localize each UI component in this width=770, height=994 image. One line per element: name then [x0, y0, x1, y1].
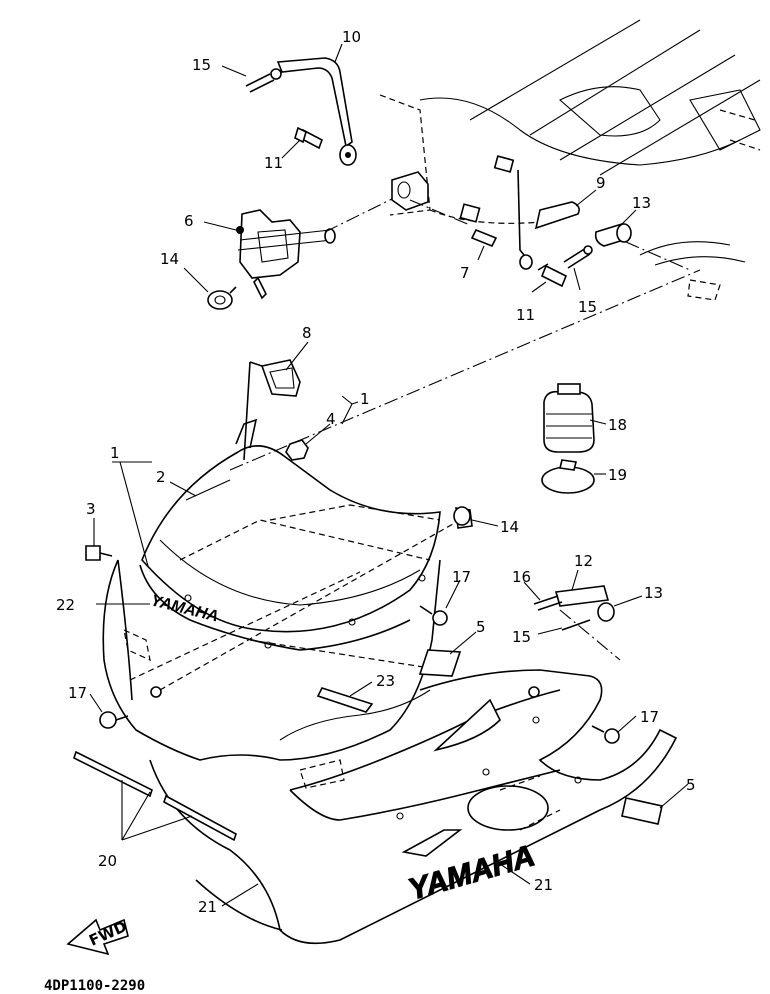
callout-1-b: 1: [360, 390, 370, 408]
callout-10: 10: [342, 28, 361, 46]
seal-23: [316, 687, 374, 713]
bolt-11-right: [537, 263, 568, 288]
callout-23: 23: [376, 672, 395, 690]
fwd-arrow: FWD: [66, 917, 129, 956]
callout-11: 11: [264, 154, 283, 172]
callout-19: 19: [608, 466, 627, 484]
leader-dash-3: [249, 639, 431, 669]
stay-9: [493, 155, 580, 270]
stay-12: [533, 585, 621, 661]
diagram-code: 4DP1100-2290: [44, 978, 145, 994]
screw-17-right: [528, 686, 620, 744]
callout-15-b: 15: [578, 298, 597, 316]
callout-labels: 15 10 11 6 14 7 9 13 11 15 8 4 1 1 2 3 1…: [56, 28, 696, 916]
leader-axis-2: [409, 199, 471, 226]
strips-20: [73, 750, 237, 842]
leader-lines: [89, 43, 689, 907]
pin-15-top: [245, 68, 282, 93]
seal-5-mid: [418, 649, 462, 677]
bolt-3: [85, 545, 113, 561]
callout-18: 18: [608, 416, 627, 434]
callout-15-c: 15: [512, 628, 531, 646]
nut-4: [285, 439, 309, 461]
callout-14: 14: [160, 250, 179, 268]
screw-17-mid: [419, 605, 448, 626]
callout-16: 16: [512, 568, 531, 586]
callout-22: 22: [56, 596, 75, 614]
callout-13: 13: [632, 194, 651, 212]
callout-13-b: 13: [644, 584, 663, 602]
collar-13-top: [594, 223, 691, 271]
clip-8: [243, 359, 301, 461]
pin-15-right: [563, 245, 593, 269]
callout-9: 9: [596, 174, 606, 192]
callout-7: 7: [460, 264, 470, 282]
callout-5: 5: [476, 618, 486, 636]
leader-dash-2: [159, 519, 461, 691]
bolt-11-top: [294, 126, 323, 150]
frame-background: [379, 19, 761, 301]
callout-12: 12: [574, 552, 593, 570]
callout-8: 8: [302, 324, 312, 342]
upper-cowling-22: [102, 559, 441, 761]
callout-1: 1: [110, 444, 120, 462]
leader-dash-1: [129, 571, 361, 681]
callout-17-c: 17: [640, 708, 659, 726]
callout-21-b: 21: [534, 876, 553, 894]
callout-6: 6: [184, 212, 194, 230]
callout-11-b: 11: [516, 306, 535, 324]
bolt-7: [459, 203, 498, 248]
callout-5-b: 5: [686, 776, 696, 794]
stay-6: [236, 209, 336, 300]
stay-10: [276, 57, 357, 166]
callout-4: 4: [326, 410, 336, 428]
screw-17-left: [99, 686, 162, 729]
lower-cowling-21: [149, 669, 678, 945]
callout-17: 17: [452, 568, 471, 586]
callout-17-b: 17: [68, 684, 87, 702]
mount-block: [391, 171, 429, 211]
band-19: [541, 459, 595, 494]
callout-21: 21: [198, 898, 217, 916]
callout-2: 2: [156, 468, 166, 486]
leader-axis-3: [229, 269, 701, 471]
windshield-assembly: [141, 418, 441, 633]
callout-14-b: 14: [500, 518, 519, 536]
grommet-18: [543, 383, 595, 453]
callout-15: 15: [192, 56, 211, 74]
collar-14-mid: [453, 506, 473, 529]
collar-14-top: [207, 286, 237, 310]
callout-20: 20: [98, 852, 117, 870]
seal-5-right: [621, 797, 663, 825]
leader-axis-1: [324, 194, 401, 233]
callout-3: 3: [86, 500, 96, 518]
